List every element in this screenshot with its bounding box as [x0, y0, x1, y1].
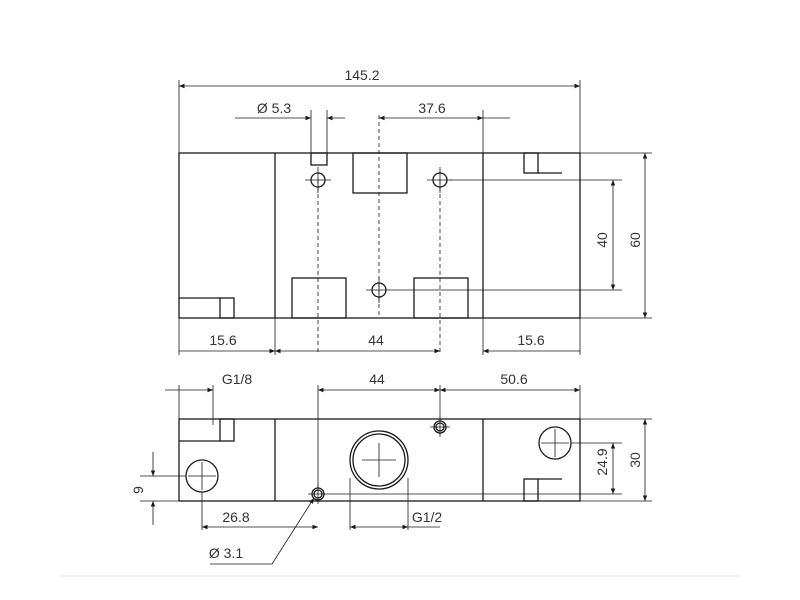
top-view-length-label: 145.2 — [344, 67, 379, 83]
top-view-top-port-block — [352, 152, 408, 194]
bottom-view-right-offset-label: 50.6 — [500, 371, 527, 387]
bottom-view-offset-label: 26.8 — [222, 509, 249, 525]
bottom-view-height-label: 30 — [627, 452, 643, 468]
bottom-view-leader-line — [210, 497, 315, 565]
top-view-bottom-port-block-right — [413, 277, 469, 319]
top-view-hole-pitch-label: 37.6 — [418, 100, 445, 116]
bottom-view-mount-hole-label: Ø 3.1 — [209, 545, 243, 561]
bottom-view: G1/8 44 50.6 9 26.8 G1/2 Ø 3.1 24.9 30 — [130, 371, 652, 565]
top-view-right-end-label: 15.6 — [517, 332, 544, 348]
bottom-view-left-port — [185, 459, 219, 493]
bottom-view-port-offset-label: 24.9 — [594, 448, 610, 475]
bottom-view-body-outline — [178, 418, 581, 502]
top-view-bottom-port-block-left — [291, 277, 347, 319]
bottom-view-g12-label: G1/2 — [412, 509, 443, 525]
top-view-small-tab — [310, 152, 328, 166]
bottom-view-center-spacing-label: 44 — [369, 371, 385, 387]
bottom-view-right-notch — [523, 478, 539, 502]
top-view-right-notch — [523, 152, 539, 174]
top-view-center-spacing-label: 44 — [368, 332, 384, 348]
bottom-view-9-label: 9 — [130, 486, 146, 494]
top-view-vertical-hole-label: 40 — [594, 232, 610, 248]
bottom-view-right-port — [538, 426, 572, 460]
top-view: 145.2 Ø 5.3 37.6 15.6 44 15.6 40 60 — [178, 67, 652, 355]
top-view-body-outline — [178, 152, 581, 319]
top-view-height-label: 60 — [627, 232, 643, 248]
top-view-hole-diameter-label: Ø 5.3 — [257, 100, 291, 116]
top-view-left-end-label: 15.6 — [209, 332, 236, 348]
top-view-left-notch — [219, 297, 235, 319]
bottom-view-main-port — [349, 430, 409, 490]
bottom-view-left-notch — [219, 418, 235, 442]
bottom-view-g18-label: G1/8 — [222, 371, 253, 387]
